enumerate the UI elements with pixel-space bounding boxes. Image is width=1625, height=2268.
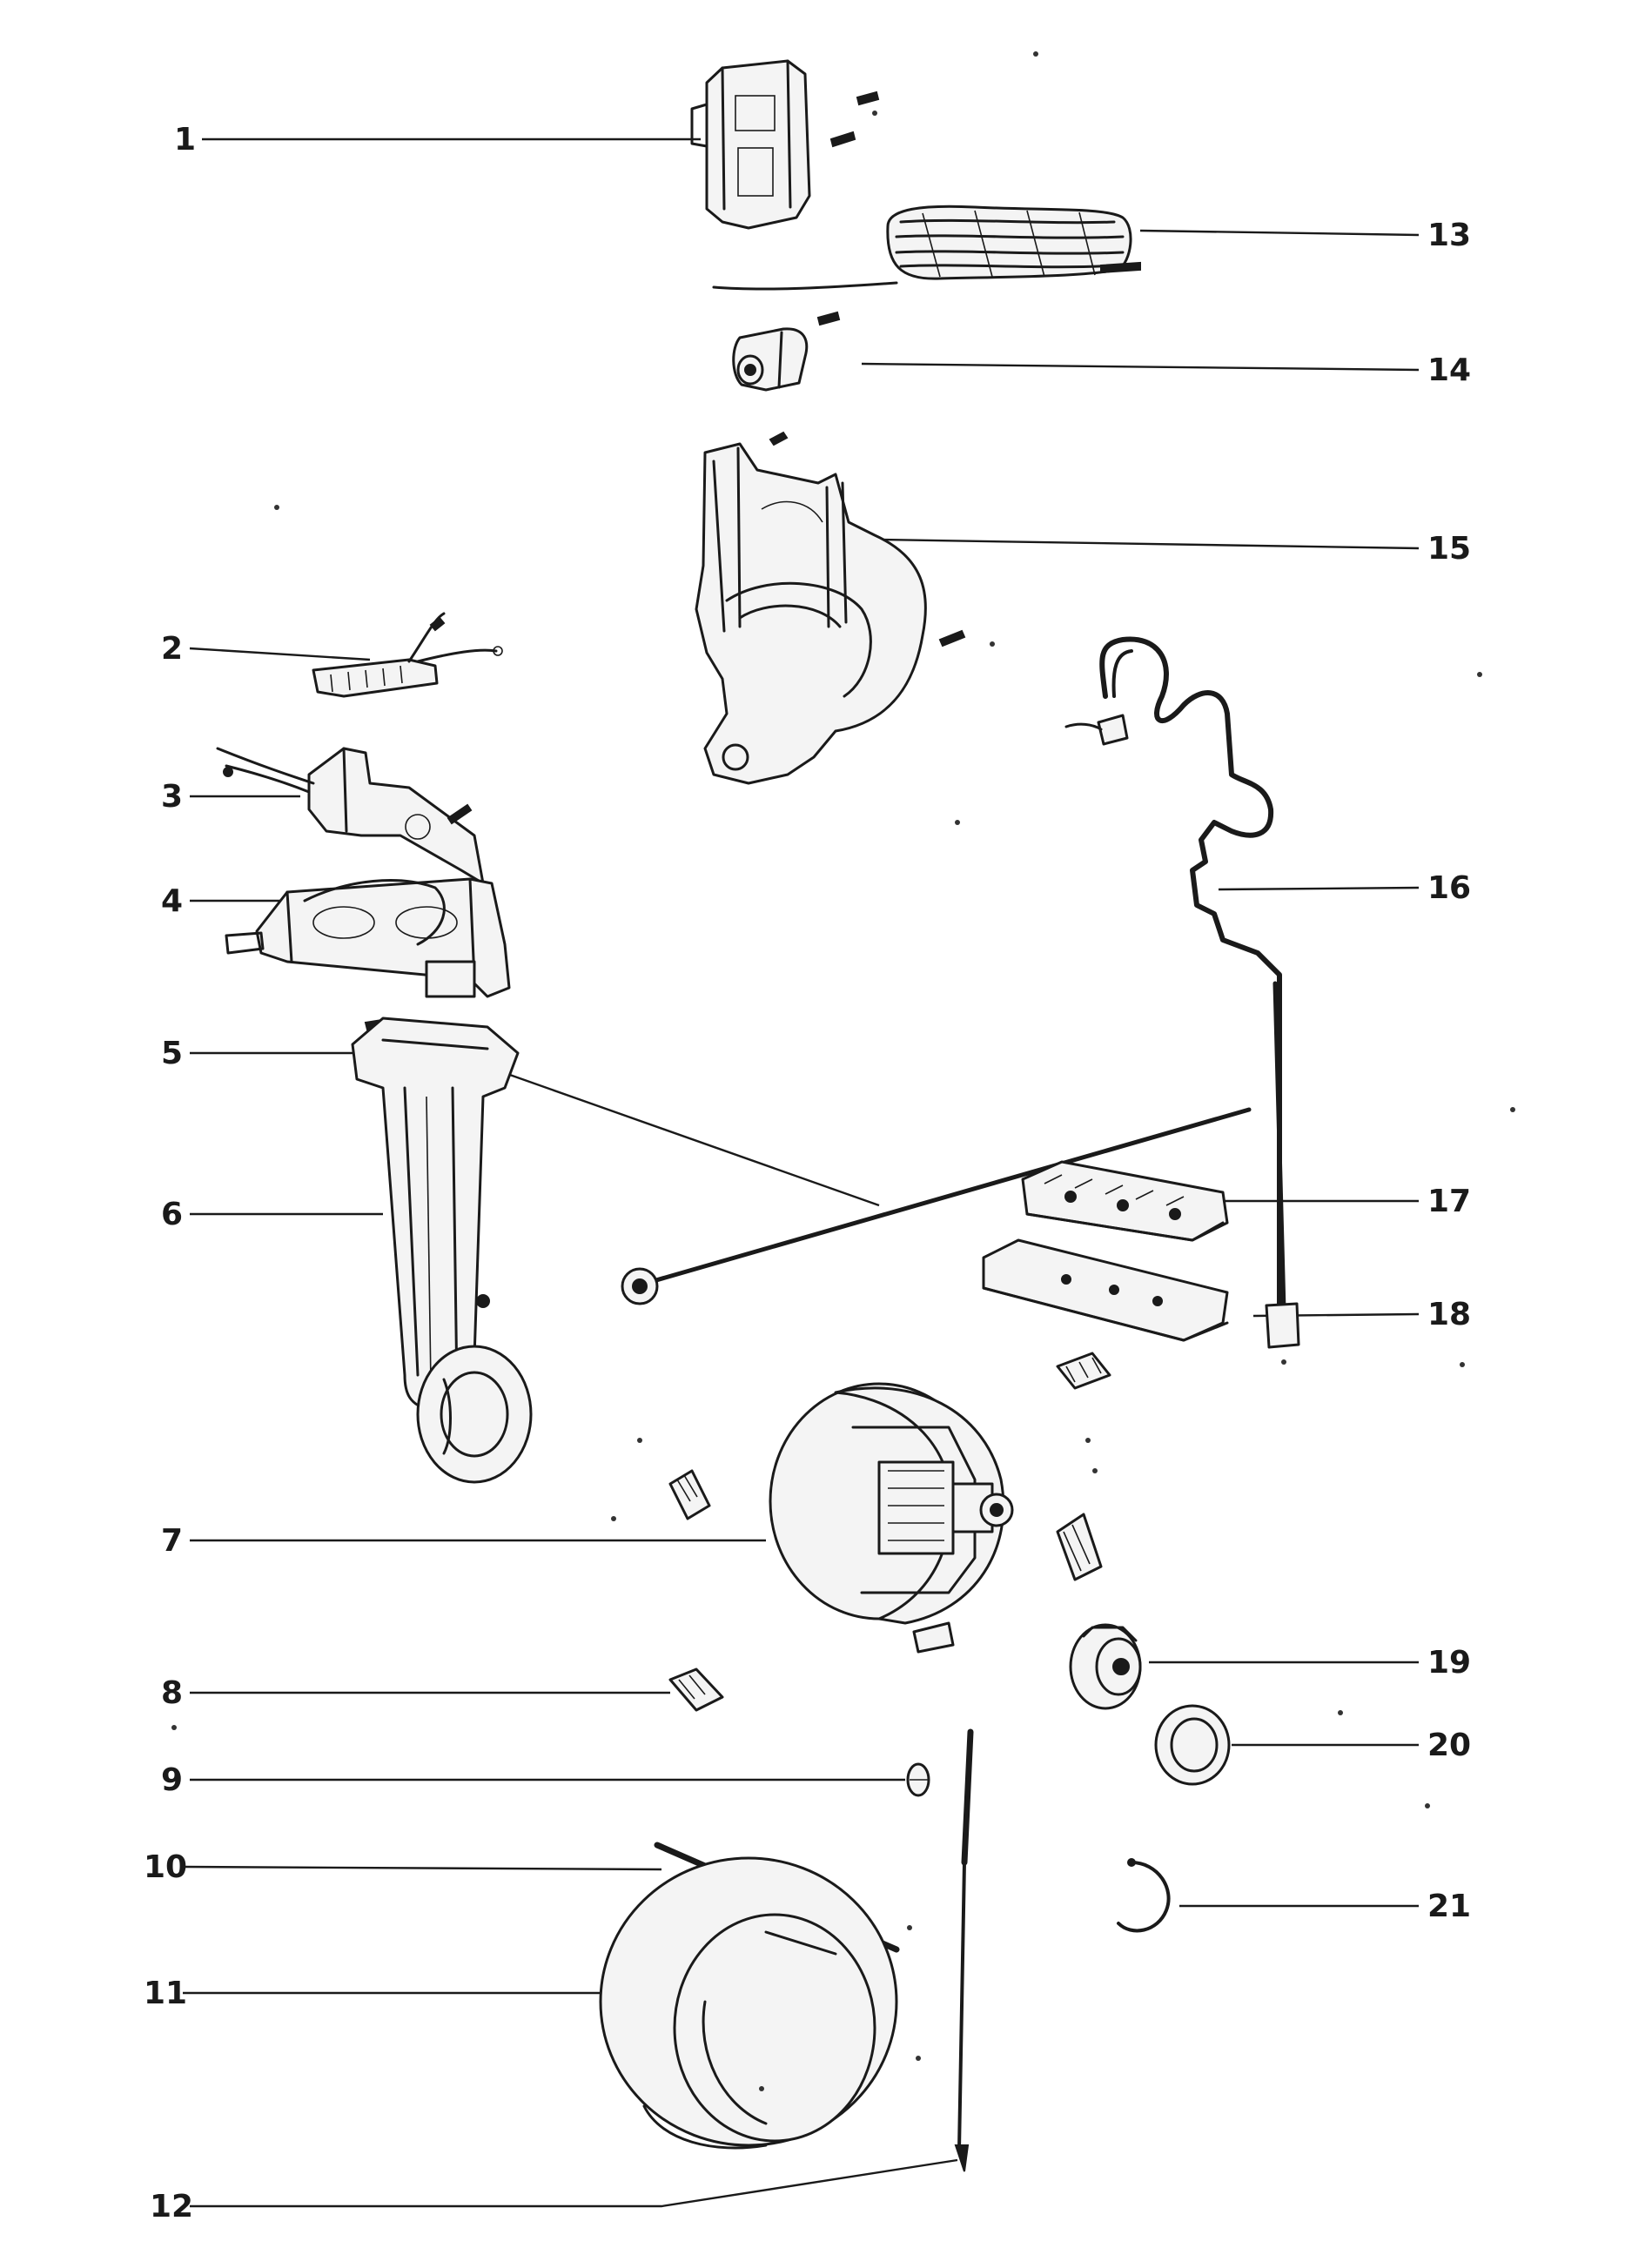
part-19-fan-impeller [1069, 1623, 1142, 1710]
part-1-switch-housing [690, 59, 880, 230]
part-2-switch-strip [312, 612, 503, 698]
callout-21: 21 [1427, 1889, 1471, 1924]
part-18-base-plate [982, 1238, 1229, 1390]
scan-specks [171, 51, 1515, 2091]
callout-11: 11 [144, 1976, 187, 2011]
leader-5 [190, 1051, 880, 1207]
part-6-handle-tube [351, 1017, 533, 1484]
part-4-pedal-assembly [225, 877, 511, 1031]
callout-8: 8 [161, 1675, 183, 1711]
part-16-wire-bail [1064, 636, 1300, 1349]
part-12-drive-shaft [954, 1728, 974, 2172]
callout-3: 3 [161, 779, 183, 815]
part-9-washer [906, 1762, 930, 1797]
part-8-brush-holder [668, 1667, 724, 1712]
callout-1: 1 [174, 122, 196, 158]
callout-4: 4 [161, 883, 183, 919]
leader-14 [861, 362, 1420, 372]
callout-20: 20 [1427, 1728, 1471, 1763]
leader-12 [190, 2158, 958, 2208]
leader-2 [189, 647, 371, 661]
leader-16 [1218, 886, 1420, 891]
part-21-retaining-clip [1117, 1858, 1171, 1933]
callout-14: 14 [1427, 352, 1471, 388]
callout-19: 19 [1427, 1645, 1471, 1681]
part-11-brush-roll [599, 1856, 898, 2150]
callout-6: 6 [161, 1197, 183, 1232]
callout-17: 17 [1427, 1184, 1471, 1219]
part-17-brush-strip [1021, 1160, 1229, 1242]
axle-rod [641, 1107, 1252, 1286]
callout-7: 7 [161, 1523, 183, 1559]
part-3-switch-bracket [216, 747, 485, 885]
callout-13: 13 [1427, 218, 1471, 253]
part-14-cord-clip [732, 311, 841, 392]
callout-12: 12 [150, 2189, 193, 2224]
callout-15: 15 [1427, 531, 1471, 567]
part-5-axle-rod [621, 1107, 1252, 1305]
callout-5: 5 [161, 1036, 183, 1071]
part-15-motor-housing [695, 431, 966, 785]
leader-10 [182, 1865, 662, 1871]
callout-9: 9 [161, 1762, 183, 1798]
callout-16: 16 [1427, 870, 1471, 906]
leader-15 [878, 538, 1420, 550]
leader-13 [1139, 229, 1420, 237]
callout-10: 10 [144, 1849, 187, 1885]
part-7-motor-assembly [668, 1382, 1103, 1654]
callout-18: 18 [1427, 1297, 1471, 1332]
part-13-power-cord [712, 205, 1141, 291]
part-20-ring-seal [1154, 1704, 1231, 1786]
callout-2: 2 [161, 631, 183, 667]
